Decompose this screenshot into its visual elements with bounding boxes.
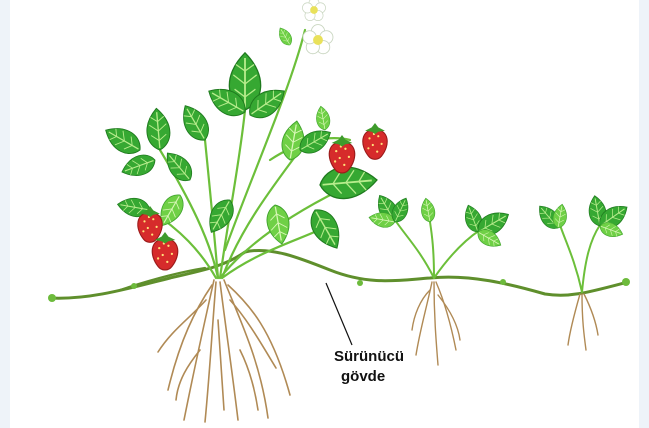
runner-stem-label: Sürünücü gövde (334, 347, 404, 387)
flower-icon (302, 0, 333, 54)
runner-stem (50, 250, 628, 298)
runner-nodes (48, 278, 630, 302)
label-line-1: Sürünücü (334, 348, 404, 365)
label-pointer-line (326, 283, 352, 345)
main-plant-roots (158, 280, 290, 422)
label-line-2: gövde (334, 367, 404, 387)
daughter-plant-2 (534, 194, 633, 350)
